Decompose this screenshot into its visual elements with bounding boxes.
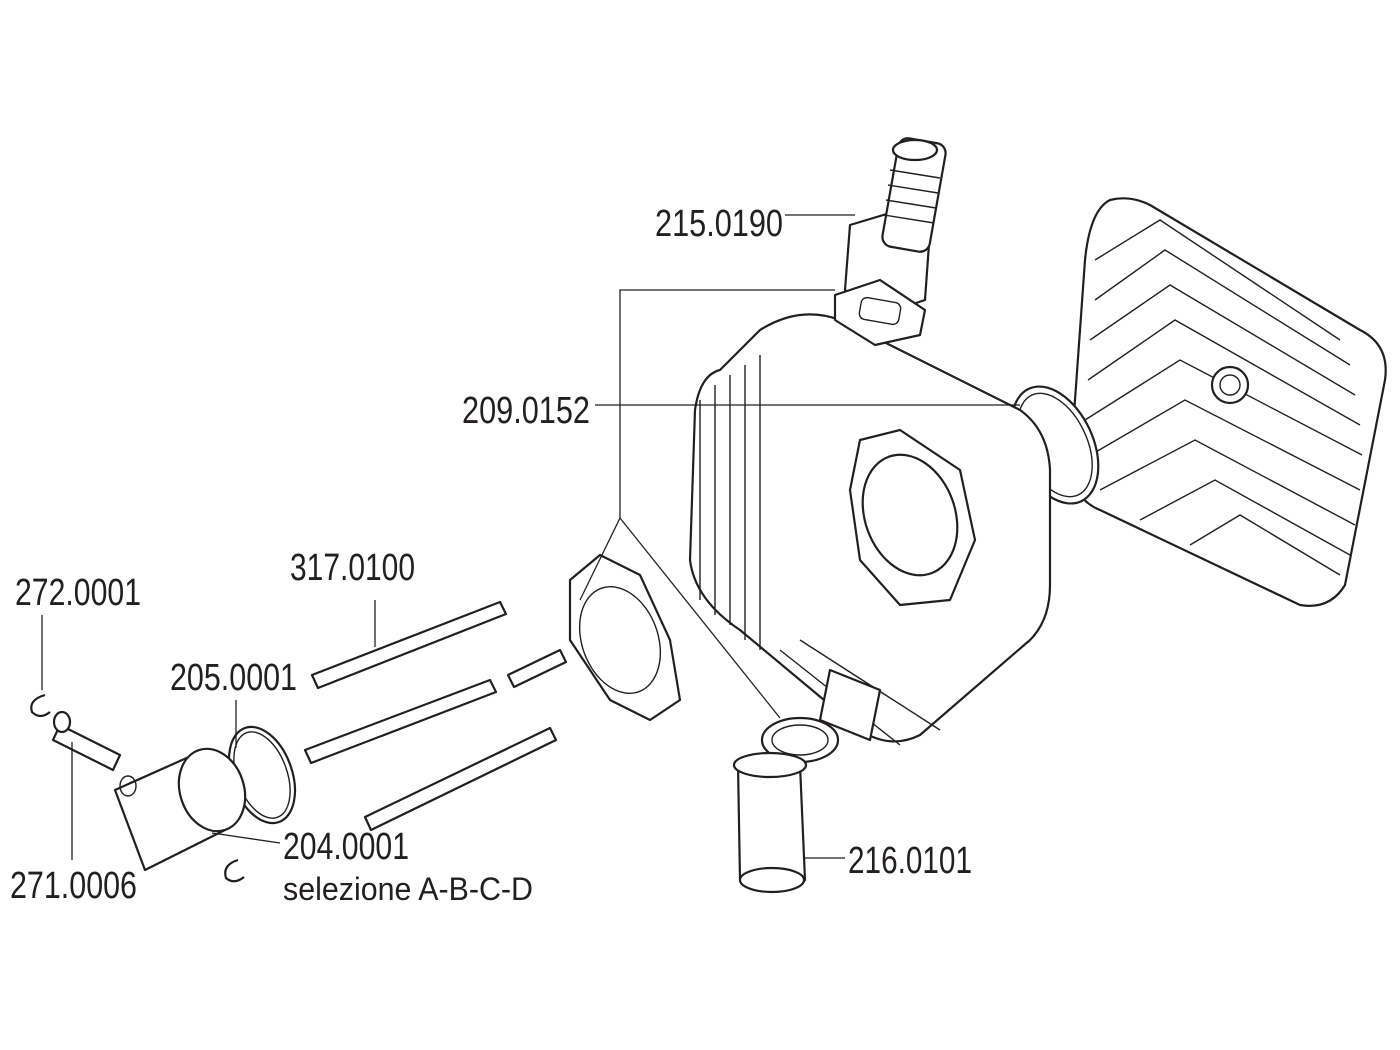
label-intake-manifold: 215.0190	[655, 203, 783, 245]
cylinder	[688, 313, 1052, 746]
label-studs: 317.0100	[290, 547, 415, 589]
label-exhaust-fitting: 216.0101	[848, 840, 972, 882]
circlip-lower	[224, 858, 245, 883]
piston	[113, 747, 247, 872]
exhaust-fitting	[732, 751, 808, 894]
label-piston: 204.0001	[283, 826, 409, 868]
label-piston-selection: selezione A-B-C-D	[283, 871, 533, 907]
label-piston-pin: 271.0006	[10, 865, 137, 907]
studs	[303, 600, 568, 832]
base-gasket	[568, 553, 682, 722]
label-gasket-set: 209.0152	[462, 390, 590, 432]
cylinder-head	[1068, 197, 1387, 607]
intake-gasket	[833, 278, 927, 347]
piston-pin	[51, 710, 122, 772]
leader-lines	[41, 214, 1020, 860]
label-piston-ring: 205.0001	[170, 657, 297, 699]
circlip-upper	[30, 693, 51, 718]
label-circlip: 272.0001	[15, 572, 141, 614]
